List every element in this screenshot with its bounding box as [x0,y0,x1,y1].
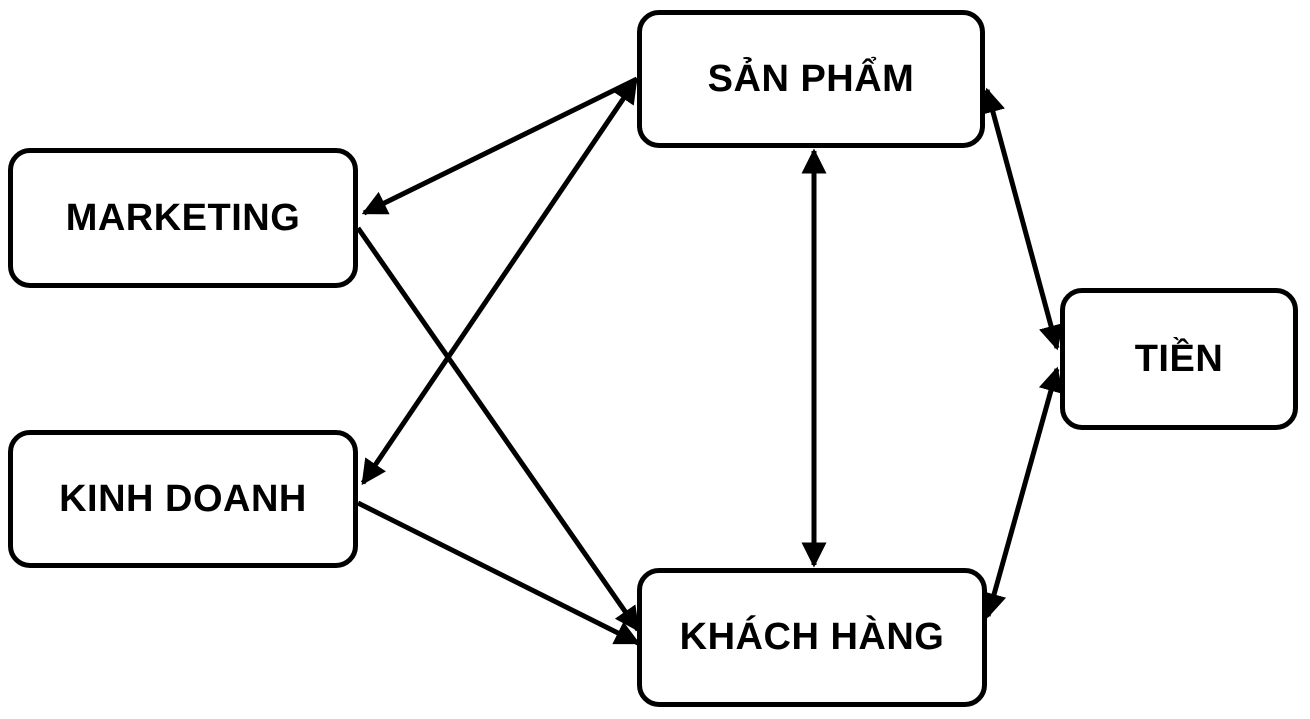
edge-kinh-doanh-to-khach-hang [356,500,641,646]
edge-san-pham-tien [980,87,1064,351]
edge-san-pham-kinh-doanh [360,77,639,486]
edge-marketing-to-khach-hang [355,226,641,633]
node-marketing-label: MARKETING [65,196,301,239]
node-san-pham-label: SẢN PHẨM [707,57,915,100]
node-kinh-doanh-label: KINH DOANH [59,477,307,520]
node-marketing: MARKETING [8,148,358,288]
node-tien: TIỀN [1060,288,1298,430]
node-khach-hang: KHÁCH HÀNG [637,568,987,707]
node-khach-hang-label: KHÁCH HÀNG [679,616,945,658]
node-kinh-doanh: KINH DOANH [8,430,358,568]
edge-san-pham-to-marketing [361,76,639,216]
node-san-pham: SẢN PHẨM [637,10,985,148]
edge-khach-hang-tien [982,366,1063,619]
node-tien-label: TIỀN [1134,337,1224,380]
